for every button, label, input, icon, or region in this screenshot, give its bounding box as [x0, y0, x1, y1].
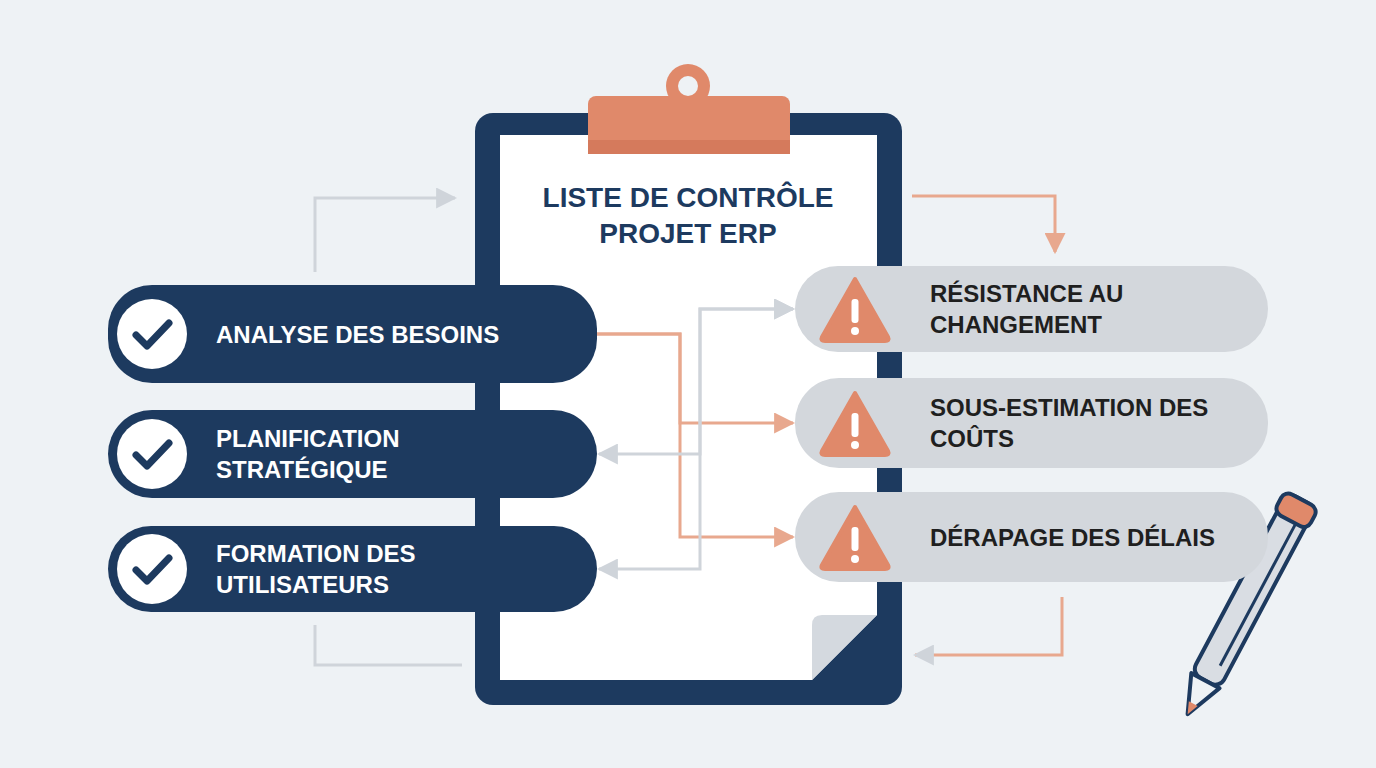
risk-pill: DÉRAPAGE DES DÉLAIS	[795, 492, 1268, 582]
check-icon	[112, 294, 192, 374]
pill-label: ANALYSE DES BESOINS	[216, 319, 516, 350]
warning-icon	[815, 497, 895, 577]
paper-fold	[812, 615, 877, 680]
risk-pill: SOUS-ESTIMATION DES COÛTS	[795, 378, 1268, 468]
loop-line	[315, 625, 462, 665]
clip-ring-hole	[678, 76, 698, 96]
warning-icon	[815, 383, 895, 463]
connector	[597, 334, 793, 537]
check-icon	[112, 414, 192, 494]
risk-pill: RÉSISTANCE AU CHANGEMENT	[795, 266, 1268, 352]
clip-shadow	[588, 140, 790, 154]
warning-icon	[815, 269, 895, 349]
check-icon	[112, 529, 192, 609]
pill-label: SOUS-ESTIMATION DES COÛTS	[930, 392, 1220, 454]
connector	[597, 334, 793, 423]
pill-label: FORMATION DES UTILISATEURS	[216, 538, 516, 600]
clip	[588, 96, 790, 154]
checklist-pill: ANALYSE DES BESOINS	[108, 285, 597, 383]
connector	[599, 309, 793, 569]
title: LISTE DE CONTRÔLE PROJET ERP	[510, 180, 866, 252]
pill-label: PLANIFICATION STRATÉGIQUE	[216, 423, 516, 485]
checklist-pill: FORMATION DES UTILISATEURS	[108, 526, 597, 612]
loop-arrow	[315, 198, 455, 272]
connector	[599, 309, 793, 454]
pill-label: RÉSISTANCE AU CHANGEMENT	[930, 278, 1220, 340]
loop-arrow	[912, 196, 1055, 252]
loop-arrow	[915, 597, 1062, 655]
pill-label: DÉRAPAGE DES DÉLAIS	[930, 522, 1220, 553]
checklist-pill: PLANIFICATION STRATÉGIQUE	[108, 410, 597, 498]
